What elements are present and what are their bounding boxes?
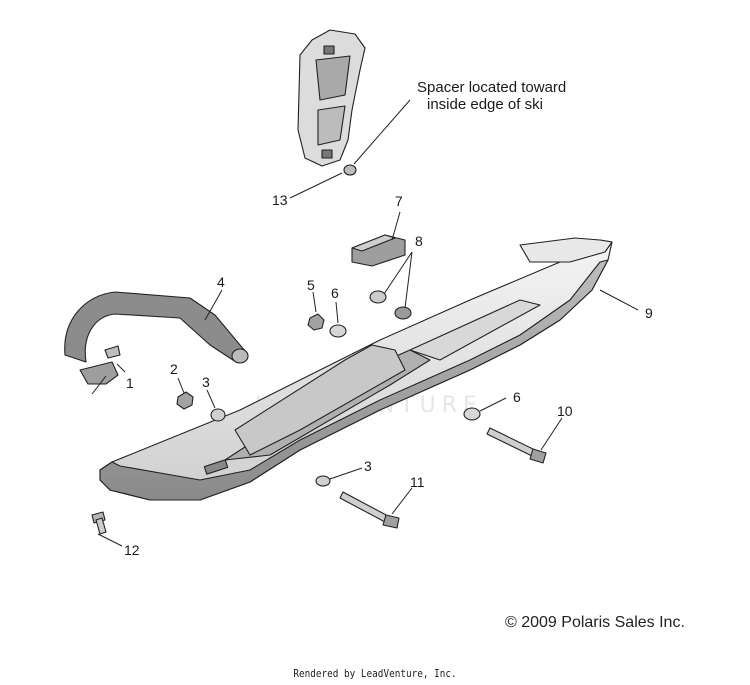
nut-part bbox=[176, 391, 194, 410]
copyright-text: © 2009 Polaris Sales Inc. bbox=[505, 614, 685, 631]
callout-13: 13 bbox=[272, 192, 288, 208]
washer-part bbox=[369, 290, 387, 304]
leader-line bbox=[599, 289, 639, 311]
washer-part bbox=[329, 324, 347, 338]
screw-part bbox=[91, 511, 107, 535]
callout-3b: 3 bbox=[364, 458, 372, 474]
nut-part bbox=[394, 306, 412, 320]
leader-line bbox=[353, 99, 411, 165]
rendered-by-text: Rendered by LeadVenture, Inc. bbox=[293, 667, 457, 680]
leader-line bbox=[116, 363, 126, 373]
leader-line bbox=[540, 417, 563, 451]
callout-4: 4 bbox=[217, 274, 225, 290]
leader-line bbox=[177, 377, 185, 394]
spacer-note-line1: Spacer located toward bbox=[417, 79, 566, 96]
leader-line bbox=[91, 375, 107, 395]
leader-line bbox=[391, 487, 413, 515]
wear-pad-part bbox=[351, 234, 406, 267]
callout-3a: 3 bbox=[202, 374, 210, 390]
bolt-part bbox=[339, 491, 400, 529]
washer-part bbox=[463, 407, 481, 421]
callout-9: 9 bbox=[645, 305, 653, 321]
washer-part bbox=[210, 408, 226, 422]
saddle-part bbox=[79, 361, 119, 385]
callout-5: 5 bbox=[307, 277, 315, 293]
callout-6b: 6 bbox=[513, 389, 521, 405]
leader-line bbox=[97, 533, 123, 547]
leader-line bbox=[383, 251, 413, 295]
nut-part bbox=[307, 313, 325, 331]
leader-line bbox=[204, 289, 223, 321]
leader-line bbox=[479, 397, 507, 412]
washer-part bbox=[315, 475, 331, 487]
leader-line bbox=[335, 301, 339, 324]
leader-line bbox=[206, 389, 216, 409]
saddle-part bbox=[104, 345, 121, 359]
leader-line bbox=[329, 467, 363, 480]
leader-line bbox=[289, 172, 343, 199]
leader-line bbox=[404, 251, 413, 309]
spindle-part bbox=[297, 29, 366, 167]
callout-2: 2 bbox=[170, 361, 178, 377]
leader-line bbox=[312, 291, 317, 313]
leader-line bbox=[391, 211, 401, 241]
ski-part bbox=[99, 237, 613, 501]
ski-loop-part bbox=[64, 291, 249, 364]
callout-1: 1 bbox=[126, 375, 134, 391]
bolt-part bbox=[486, 427, 547, 464]
callout-12: 12 bbox=[124, 542, 140, 558]
spacer-part bbox=[343, 164, 357, 176]
callout-7: 7 bbox=[395, 193, 403, 209]
callout-10: 10 bbox=[557, 403, 573, 419]
spacer-note-line2: inside edge of ski bbox=[427, 96, 543, 113]
callout-11: 11 bbox=[410, 474, 425, 490]
callout-6a: 6 bbox=[331, 285, 339, 301]
callout-8: 8 bbox=[415, 233, 423, 249]
